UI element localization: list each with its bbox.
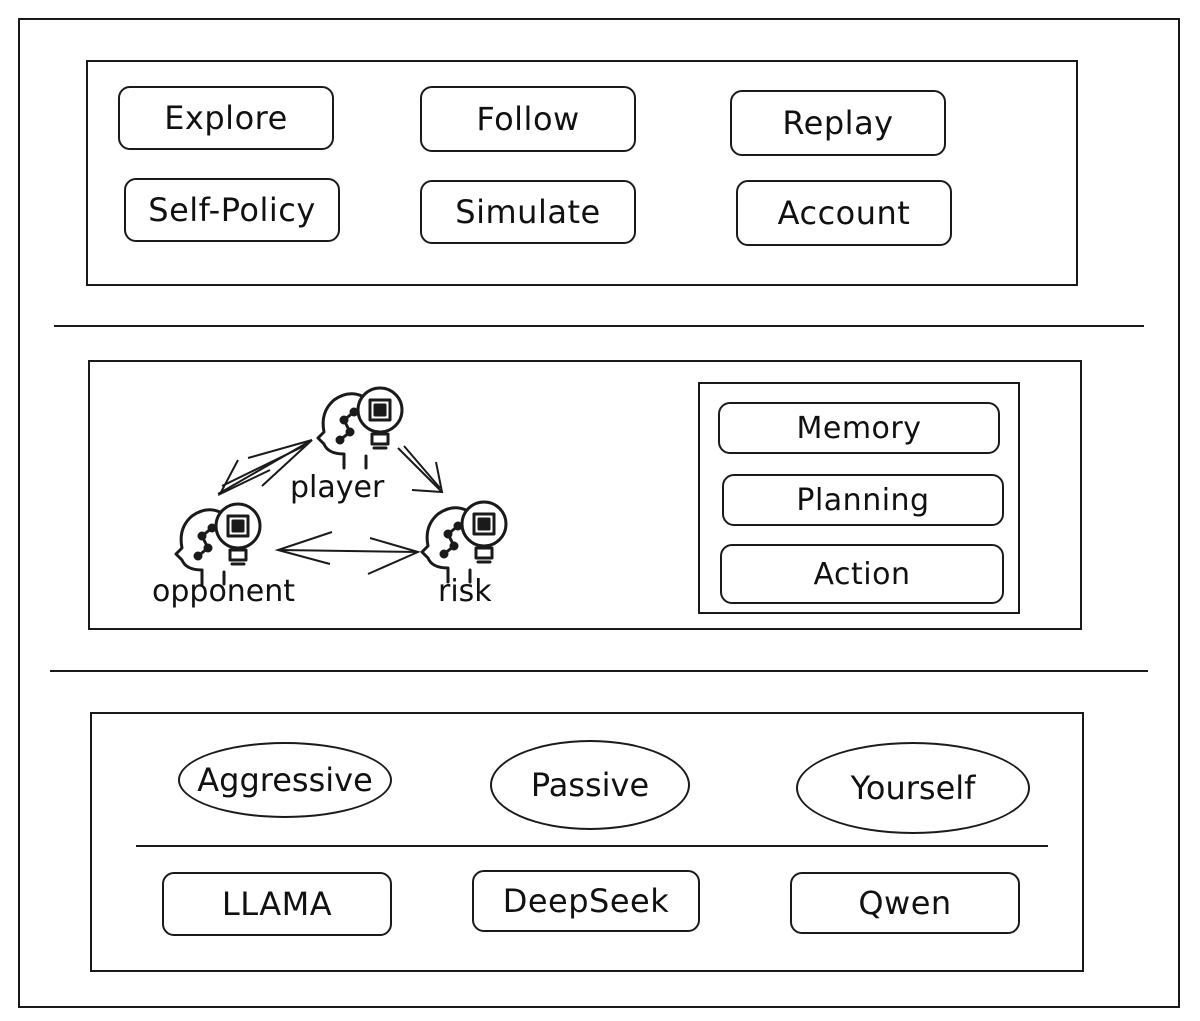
modules-panel [698, 382, 1020, 614]
actions-panel [86, 60, 1078, 286]
follow-button[interactable]: Follow [420, 86, 636, 152]
deepseek-model-button[interactable]: DeepSeek [472, 870, 700, 932]
outer-frame [18, 18, 1180, 1008]
llama-model-button[interactable]: LLAMA [162, 872, 392, 936]
risk-icon [420, 500, 508, 584]
qwen-model-button[interactable]: Qwen [790, 872, 1020, 934]
arrow-player-opponent [217, 439, 313, 497]
explore-button[interactable]: Explore [118, 86, 334, 150]
config-inner-divider [136, 845, 1048, 847]
yourself-style-option[interactable]: Yourself [796, 742, 1030, 834]
planning-module[interactable]: Planning [722, 474, 1004, 526]
section-divider-bottom [50, 670, 1148, 672]
arrow-player-risk [397, 445, 444, 494]
opponent-icon [174, 502, 262, 586]
aggressive-style-option[interactable]: Aggressive [178, 742, 392, 818]
opponent-label: opponent [152, 574, 296, 609]
memory-module[interactable]: Memory [718, 402, 1000, 454]
passive-style-option[interactable]: Passive [490, 740, 690, 830]
player-label: player [290, 470, 385, 505]
arrow-opponent-risk [274, 531, 421, 575]
account-button[interactable]: Account [736, 180, 952, 246]
section-divider-top [54, 325, 1144, 327]
replay-button[interactable]: Replay [730, 90, 946, 156]
risk-label: risk [438, 574, 492, 609]
config-panel [90, 712, 1084, 972]
player-icon [316, 386, 404, 470]
self-policy-button[interactable]: Self-Policy [124, 178, 340, 242]
agents-panel [88, 360, 1082, 630]
simulate-button[interactable]: Simulate [420, 180, 636, 244]
action-module[interactable]: Action [720, 544, 1004, 604]
